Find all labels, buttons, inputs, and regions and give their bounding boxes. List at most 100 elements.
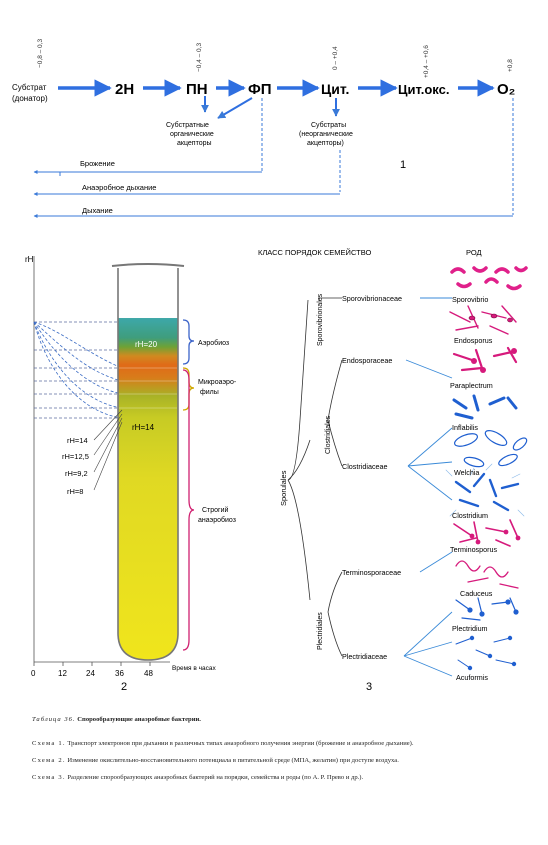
- zone-anaerobiosis-line2: анаэробиоз: [198, 516, 236, 524]
- scheme1-number: 1: [400, 159, 406, 171]
- scheme3-classification: КЛАСС ПОРЯДОК СЕМЕЙСТВО РОД: [258, 248, 528, 693]
- potential-label-1: −0,8 – 0,3: [37, 39, 44, 68]
- process-anaerobic-respiration: Анаэробное дыхание: [82, 183, 156, 192]
- caption-item-2-text: Изменение окислительно-восстановительног…: [67, 757, 399, 764]
- tube-glass: [117, 268, 179, 661]
- tube-rim: [111, 263, 185, 267]
- potential-label-5: +0,8: [507, 59, 514, 72]
- label-connectors: [93, 409, 123, 491]
- caption-item-1-lead: Схема 1.: [32, 740, 66, 747]
- inorganic-acceptors-line3: акцепторы): [307, 140, 344, 147]
- genus-header: РОД: [466, 248, 482, 257]
- paraplectrum-spores-icon: [471, 348, 517, 373]
- zone-aerobiosis: Аэробиоз: [198, 339, 229, 347]
- sporovibrio-cells-icon: [450, 266, 528, 291]
- genus-endosporus: Endosporus: [454, 336, 493, 345]
- potential-label-2: −0,4 – 0,3: [196, 43, 203, 72]
- x-tick-48: 48: [144, 669, 153, 678]
- brace-anaerobiosis: [182, 369, 195, 651]
- inorganic-acceptors-line2: (неорганические: [299, 131, 353, 138]
- scheme1-electron-transport: −0,8 – 0,3 −0,4 – 0,3 0 – +0,4 +0,4 – +0…: [12, 39, 515, 218]
- rh-guide-lines: [34, 321, 122, 419]
- zone-microaerophiles-line1: Микроаэро-: [198, 379, 237, 386]
- genus-sporovibrio: Sporovibrio: [452, 295, 488, 304]
- caduceus-cells-icon: [455, 560, 519, 589]
- figure-canvas: −0,8 – 0,3 −0,4 – 0,3 0 – +0,4 +0,4 – +0…: [12, 39, 528, 693]
- tube-medium: [118, 298, 178, 660]
- chain-fp: ФП: [248, 81, 272, 98]
- family-sporovibrionaceae: Sporovibrionaceae: [342, 294, 402, 303]
- rh-curves: [33, 321, 123, 419]
- organic-acceptors-line2: органические: [170, 131, 214, 138]
- left-label-rh9-2: rH=9,2: [65, 469, 88, 478]
- genus-illustrations: [445, 266, 528, 671]
- endosporus-spores-icon: [468, 313, 513, 323]
- caption-item-2: Схема 2. Изменение окислительно-восстано…: [32, 757, 522, 765]
- family-endosporaceae: Endosporaceae: [342, 356, 392, 365]
- paraplectrum-cells-icon: [452, 346, 518, 372]
- x-ticks: [33, 662, 151, 666]
- caption-item-3-lead: Схема 3.: [32, 774, 66, 781]
- chain-cyt: Цит.: [321, 81, 349, 97]
- substrate-donor-line1: Субстрат: [12, 83, 47, 92]
- x-tick-24: 24: [86, 669, 95, 678]
- tube-label-rh14: rH=14: [132, 423, 155, 432]
- scheme3-number: 3: [366, 681, 372, 693]
- caption-title: Таблица 36. Спорообразующие анаэробные б…: [32, 716, 522, 724]
- caption-item-2-lead: Схема 2.: [32, 757, 66, 764]
- genus-inflabilis: Inflabilis: [452, 423, 478, 432]
- caption-item-1-text: Транспорт электронов при дыхании в разли…: [67, 740, 414, 747]
- genus-paraplectrum: Paraplectrum: [450, 381, 493, 390]
- chain-pn: ПН: [186, 81, 208, 98]
- x-tick-0: 0: [31, 669, 36, 678]
- zone-microaerophiles-line2: филы: [200, 389, 219, 396]
- x-tick-12: 12: [58, 669, 67, 678]
- left-label-rh8: rH=8: [67, 487, 83, 496]
- tube-bands: [119, 367, 177, 409]
- tube-empty-top: [118, 268, 178, 318]
- acuformis-cells-icon: [455, 637, 515, 669]
- caption-item-3: Схема 3. Разделение спорообразующих анаэ…: [32, 774, 522, 782]
- endosporus-cells-icon: [449, 305, 517, 335]
- chain-o2: O₂: [497, 81, 515, 98]
- caption-item-1: Схема 1. Транспорт электронов при дыхани…: [32, 740, 522, 748]
- genus-acuformis: Acuformis: [456, 673, 488, 682]
- inorganic-acceptors-line1: Субстраты: [311, 121, 346, 129]
- order-plectridiales: Plectridiales: [317, 612, 324, 650]
- brace-aerobiosis: [182, 319, 195, 365]
- taxonomy-header: КЛАСС ПОРЯДОК СЕМЕЙСТВО: [258, 248, 371, 257]
- scheme2-number: 2: [121, 681, 127, 693]
- tube-label-rh20: rH=20: [135, 340, 158, 349]
- x-tick-36: 36: [115, 669, 124, 678]
- acuformis-spores-icon: [467, 635, 517, 671]
- inflabilis-cells-icon: [452, 394, 518, 420]
- clostridium-cells-icon: [454, 472, 520, 512]
- order-sporovibrionales: Sporovibrionales: [317, 293, 324, 346]
- acceptor-arrows: [201, 96, 340, 119]
- x-axis-label: Время в часах: [172, 665, 216, 672]
- process-respiration: Дыхание: [82, 206, 113, 215]
- potential-label-3: 0 – +0,4: [332, 46, 339, 70]
- left-label-rh14: rH=14: [67, 436, 88, 445]
- genus-clostridium: Clostridium: [452, 511, 488, 520]
- genus-terminosporus: Terminosporus: [450, 545, 498, 554]
- welchia-cells-icon: [453, 430, 528, 468]
- genus-welchia: Welchia: [454, 468, 479, 477]
- process-drops: [261, 98, 514, 215]
- zone-anaerobiosis-line1: Строгий: [202, 506, 229, 514]
- scheme2-redox-tube: rH 0 12 24 36 48 Время в часах: [25, 255, 237, 693]
- class-sporulales: Sporulales: [279, 470, 288, 506]
- tree-lines: [287, 297, 343, 657]
- plectridium-spores-icon: [467, 599, 519, 617]
- caption-title-lead: Таблица 36.: [32, 716, 76, 723]
- clostridium-flagella-icon: [445, 463, 525, 517]
- substrate-donor-line2: (донатор): [12, 94, 48, 103]
- caption-title-text: Спорообразующие анаэробные бактерии.: [77, 716, 201, 723]
- genus-caduceus: Caduceus: [460, 589, 493, 598]
- family-clostridiaceae: Clostridiaceae: [342, 462, 388, 471]
- process-lines: [33, 170, 513, 218]
- genus-lines: [403, 297, 453, 677]
- left-label-rh12-5: rH=12,5: [62, 452, 89, 461]
- rh-axis-label: rH: [25, 255, 34, 264]
